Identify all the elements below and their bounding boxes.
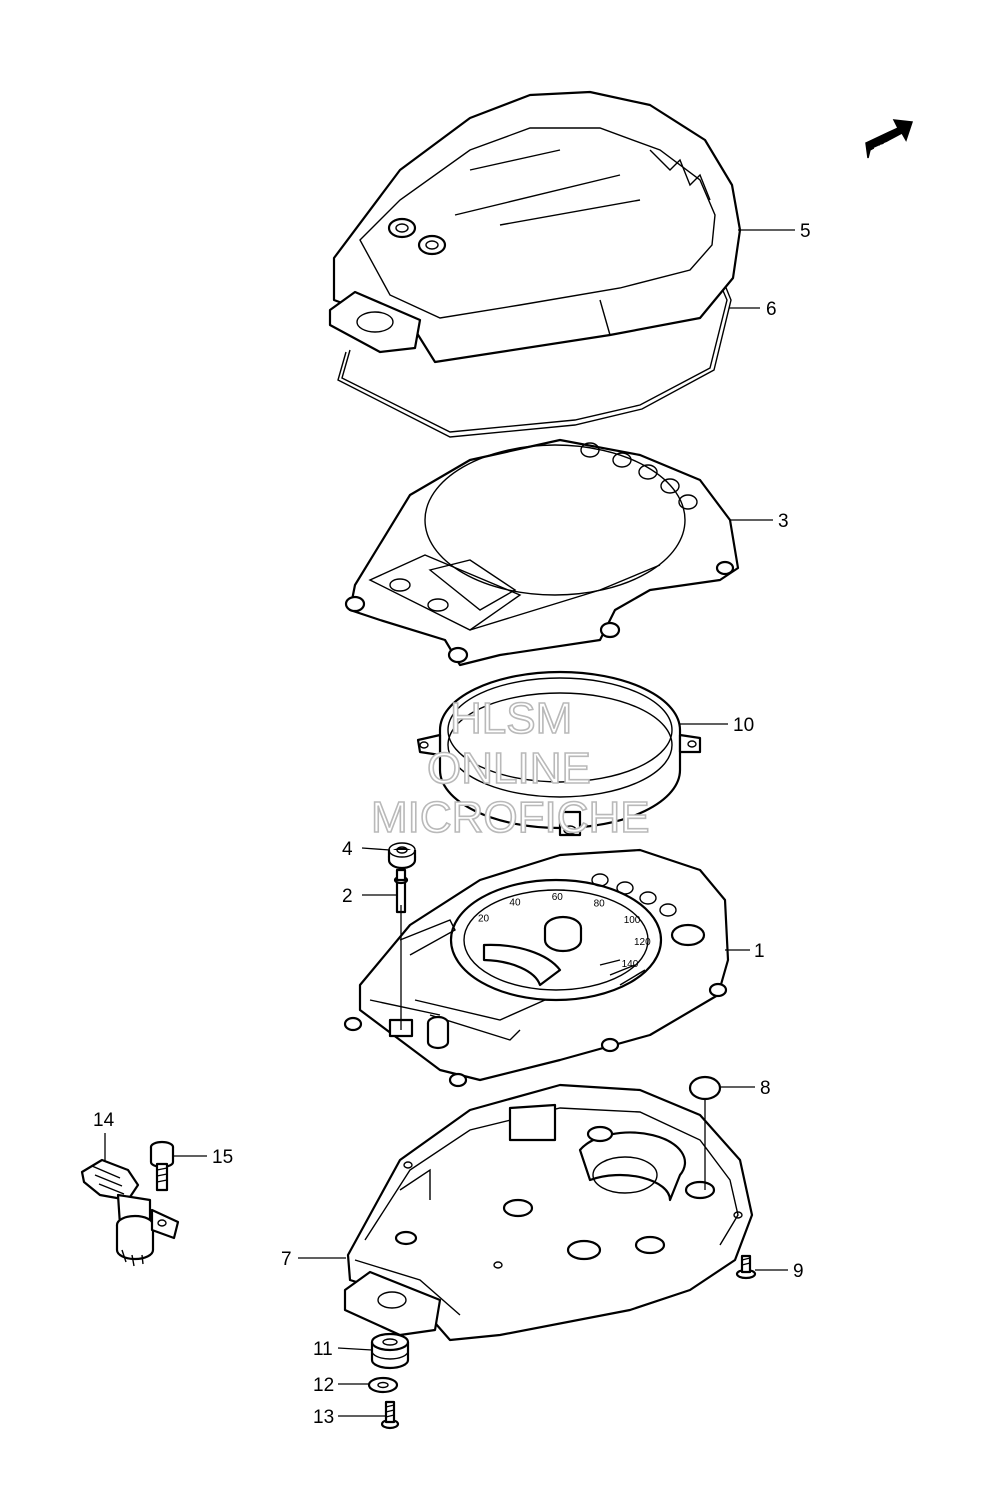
part-4-grommet: [387, 842, 417, 870]
dial-number: 60: [552, 892, 564, 903]
callout-11: 11: [313, 1339, 333, 1360]
callout-10: 10: [733, 715, 754, 736]
part-1-meter-assembly: 20 40 60 80 100 120 140: [343, 848, 730, 1088]
dial-scale-numbers: 20 40 60 80 100 120 140: [478, 892, 651, 970]
dial-number: 80: [594, 898, 606, 909]
part-11-grommet: [370, 1332, 410, 1370]
part-15-bolt: [149, 1140, 175, 1192]
callout-6: 6: [766, 299, 777, 320]
watermark-line1: HLSM: [450, 694, 572, 743]
part-13-screw: [380, 1400, 400, 1430]
dial-number: 20: [478, 913, 490, 924]
watermark-line2: ONLINE: [427, 744, 591, 793]
part-10-ring: [416, 670, 702, 837]
callout-1: 1: [754, 941, 765, 962]
callout-labels: 5 6 3 10 4 2 1 8 14 15 7 9 11 12 13: [93, 221, 811, 1428]
watermark: HLSM ONLINE MICROFICHE: [370, 693, 650, 843]
part-2-pin: [393, 868, 409, 914]
leader-lines: [104, 229, 795, 1417]
part-8-cap: [688, 1075, 722, 1101]
fwd-arrow-icon: FWD: [865, 119, 914, 158]
callout-5: 5: [800, 221, 811, 242]
callout-12: 12: [313, 1375, 334, 1396]
callout-9: 9: [793, 1261, 804, 1282]
bezel-holes: [580, 442, 698, 510]
callout-8: 8: [760, 1078, 771, 1099]
callout-2: 2: [342, 886, 353, 907]
dial-number: 120: [634, 937, 651, 948]
callout-4: 4: [342, 839, 353, 860]
part-14-speed-sensor: [80, 1158, 180, 1267]
watermark-line3: MICROFICHE: [371, 793, 650, 842]
part-9-screw: [735, 1254, 757, 1280]
part-12-washer: [367, 1376, 399, 1394]
part-6-seal: [337, 262, 732, 438]
lower-case-bosses: [394, 1125, 716, 1261]
callout-14: 14: [93, 1110, 115, 1131]
callout-15: 15: [212, 1147, 233, 1168]
part-7-lower-case: [343, 1083, 754, 1342]
dial-number: 140: [622, 959, 639, 970]
part-5-upper-cover: [328, 90, 742, 364]
callout-3: 3: [778, 511, 789, 532]
dial-number: 100: [624, 915, 641, 926]
dial-number: 40: [509, 898, 521, 909]
callout-13: 13: [313, 1407, 334, 1428]
callout-7: 7: [281, 1249, 292, 1270]
part-3-bezel: [344, 438, 740, 667]
